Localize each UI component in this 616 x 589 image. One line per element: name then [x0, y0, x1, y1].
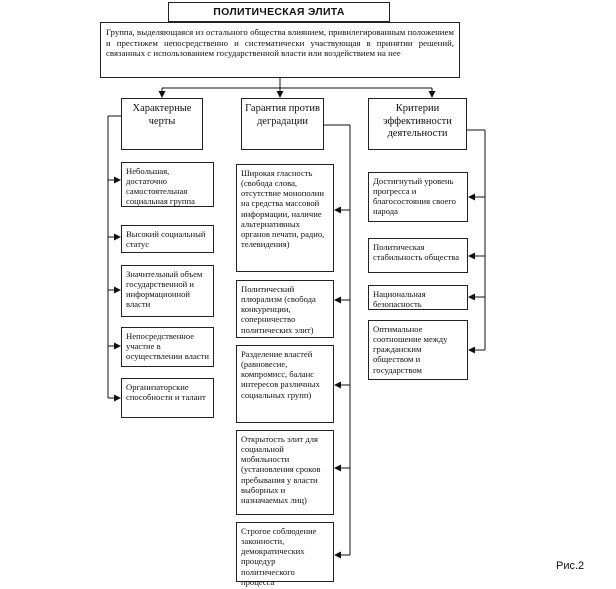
header-guarantees: Гарантия против деградации	[241, 98, 324, 150]
characteristic-item: Высокий социальный статус	[121, 225, 214, 253]
characteristic-item: Небольшая, достаточно самостоятельная со…	[121, 162, 214, 207]
header-effectiveness-criteria: Критерии эффективности деятельности	[368, 98, 467, 150]
guarantee-item: Строгое соблюдение законности, демократи…	[236, 522, 334, 587]
characteristic-item: Организаторские способности и талант	[121, 378, 214, 418]
header-characteristics: Характерные черты	[121, 98, 203, 150]
characteristic-item: Непосредственное участие в осуществлении…	[121, 327, 214, 367]
guarantee-item: Политический плюрализм (свобода конкурен…	[236, 280, 334, 338]
characteristic-item: Значительный объем государственной и инф…	[121, 265, 214, 317]
definition-box: Группа, выделяющаяся из остального общес…	[100, 22, 460, 78]
figure-label: Рис.2	[556, 560, 585, 572]
criterion-item: Оптимальное соотношение между граждански…	[368, 320, 468, 380]
criterion-item: Достигнутый уровень прогресса и благосос…	[368, 172, 468, 222]
criterion-item: Национальная безопасность	[368, 285, 468, 310]
diagram-title: ПОЛИТИЧЕСКАЯ ЭЛИТА	[168, 2, 390, 22]
guarantee-item: Открытость элит для социальной мобильнос…	[236, 430, 334, 515]
criterion-item: Политическая стабильность общества	[368, 238, 468, 273]
guarantee-item: Разделение властей (равновесие, компроми…	[236, 345, 334, 423]
guarantee-item: Широкая гласность (свобода слова, отсутс…	[236, 164, 334, 272]
